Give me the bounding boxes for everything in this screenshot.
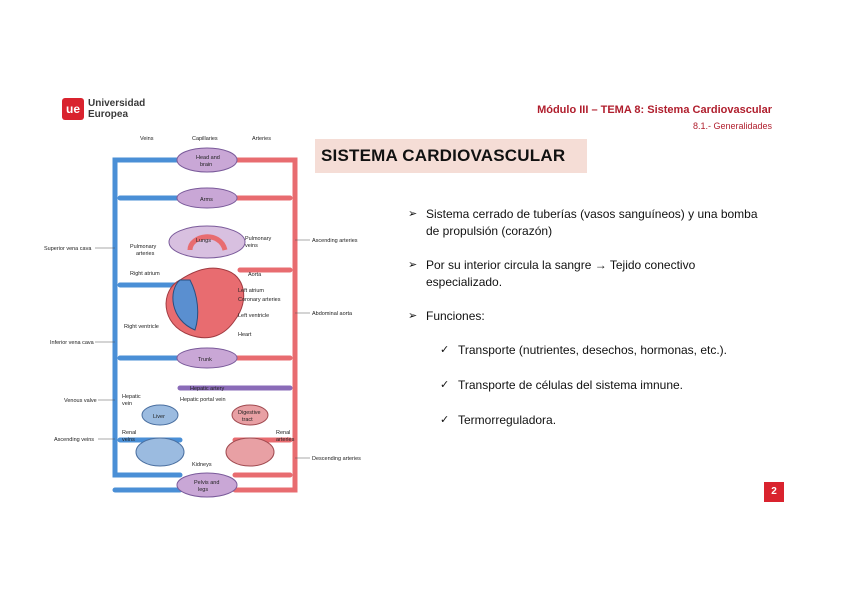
- circulatory-diagram: Veins Capillaries Arteries Head and brai…: [40, 130, 375, 510]
- arrow-bullet-icon: ➢: [408, 208, 418, 220]
- label-inferior-vena-cava: Inferior vena cava: [50, 340, 95, 346]
- label-lungs: Lungs: [196, 238, 211, 244]
- check-icon: ✓: [440, 414, 450, 426]
- title-box: SISTEMA CARDIOVASCULAR: [315, 139, 587, 173]
- label-right-ventricle: Right ventricle: [124, 324, 159, 330]
- bullet-item: ➢ Por su interior circula la sangre → Te…: [408, 257, 768, 291]
- label-kidneys: Kidneys: [192, 462, 212, 468]
- label-abdominal-aorta: Abdominal aorta: [312, 311, 353, 317]
- function-text: Transporte (nutrientes, desechos, hormon…: [458, 343, 728, 357]
- label-descending-arteries: Descending arteries: [312, 456, 361, 462]
- logo-line-1: Universidad: [88, 98, 146, 109]
- label-digestive-tract-2: tract: [242, 417, 253, 423]
- page-number-badge: 2: [764, 482, 784, 502]
- label-arteries: Arteries: [252, 136, 271, 142]
- function-text: Transporte de células del sistema imnune…: [458, 378, 683, 392]
- label-pelvis-legs-2: legs: [198, 487, 208, 493]
- label-hepatic-vein-1: Hepatic: [122, 394, 141, 400]
- university-logo: ue Universidad Europea: [62, 98, 152, 122]
- label-left-atrium: Left atrium: [238, 288, 264, 294]
- label-hepatic-artery: Hepatic artery: [190, 386, 224, 392]
- function-item: ✓ Transporte de células del sistema imnu…: [440, 377, 768, 394]
- label-hepatic-portal-vein: Hepatic portal vein: [180, 397, 226, 403]
- check-icon: ✓: [440, 344, 450, 356]
- arrow-bullet-icon: ➢: [408, 259, 418, 271]
- vein-main-path: [112, 157, 183, 478]
- label-pulmonary-veins-1: Pulmonary: [245, 236, 272, 242]
- slide-title: SISTEMA CARDIOVASCULAR: [321, 146, 566, 165]
- label-renal-veins-2: veins: [122, 437, 135, 443]
- label-coronary-arteries: Coronary arteries: [238, 297, 281, 303]
- check-icon: ✓: [440, 379, 450, 391]
- function-text: Termorreguladora.: [458, 413, 557, 427]
- logo-line-2: Europea: [88, 109, 129, 120]
- label-pelvis-legs-1: Pelvis and: [194, 480, 219, 486]
- bullet-item: ➢ Sistema cerrado de tuberías (vasos san…: [408, 206, 768, 240]
- bullet-list: ➢ Sistema cerrado de tuberías (vasos san…: [408, 206, 768, 447]
- label-ascending-arteries: Ascending arteries: [312, 238, 358, 244]
- bullet-text: Funciones:: [426, 309, 485, 323]
- label-liver: Liver: [153, 414, 165, 420]
- bullet-item: ➢ Funciones:: [408, 308, 768, 325]
- label-venous-valve: Venous valve: [64, 398, 97, 404]
- circulatory-diagram-svg: Veins Capillaries Arteries Head and brai…: [44, 136, 361, 498]
- arrow-bullet-icon: ➢: [408, 310, 418, 322]
- function-item: ✓ Termorreguladora.: [440, 412, 768, 429]
- label-trunk: Trunk: [198, 357, 212, 363]
- label-pulmonary-arteries-2: arteries: [136, 251, 155, 257]
- artery-main-path: [232, 157, 298, 493]
- module-title: Módulo III – TEMA 8: Sistema Cardiovascu…: [537, 104, 772, 116]
- label-arms: Arms: [200, 197, 213, 203]
- bullet-text: Por su interior circula la sangre → Teji…: [426, 258, 696, 289]
- section-subtitle: 8.1.- Generalidades: [692, 121, 772, 131]
- label-heart: Heart: [238, 332, 252, 338]
- label-ascending-veins: Ascending veins: [54, 437, 94, 443]
- label-head-brain-2: brain: [200, 162, 212, 168]
- label-aorta: Aorta: [248, 272, 262, 278]
- label-pulmonary-arteries-1: Pulmonary: [130, 244, 157, 250]
- heart-illustration: [165, 234, 245, 339]
- logo-text: Universidad Europea: [88, 98, 145, 120]
- label-renal-arteries-2: arteries: [276, 437, 295, 443]
- label-renal-arteries-1: Renal: [276, 430, 290, 436]
- label-capillaries: Capillaries: [192, 136, 218, 142]
- label-right-atrium: Right atrium: [130, 271, 160, 277]
- label-veins: Veins: [140, 136, 154, 142]
- bullet-text: Sistema cerrado de tuberías (vasos sangu…: [426, 207, 758, 238]
- logo-mark: ue: [62, 98, 84, 120]
- label-renal-veins-1: Renal: [122, 430, 136, 436]
- capillary-beds: [135, 147, 275, 498]
- label-left-ventricle: Left ventricle: [238, 313, 269, 319]
- label-hepatic-vein-2: vein: [122, 401, 132, 407]
- label-superior-vena-cava: Superior vena cava: [44, 246, 92, 252]
- label-digestive-tract-1: Digestive: [238, 410, 261, 416]
- function-item: ✓ Transporte (nutrientes, desechos, horm…: [440, 342, 768, 359]
- label-head-brain-1: Head and: [196, 155, 220, 161]
- label-pulmonary-veins-2: veins: [245, 243, 258, 249]
